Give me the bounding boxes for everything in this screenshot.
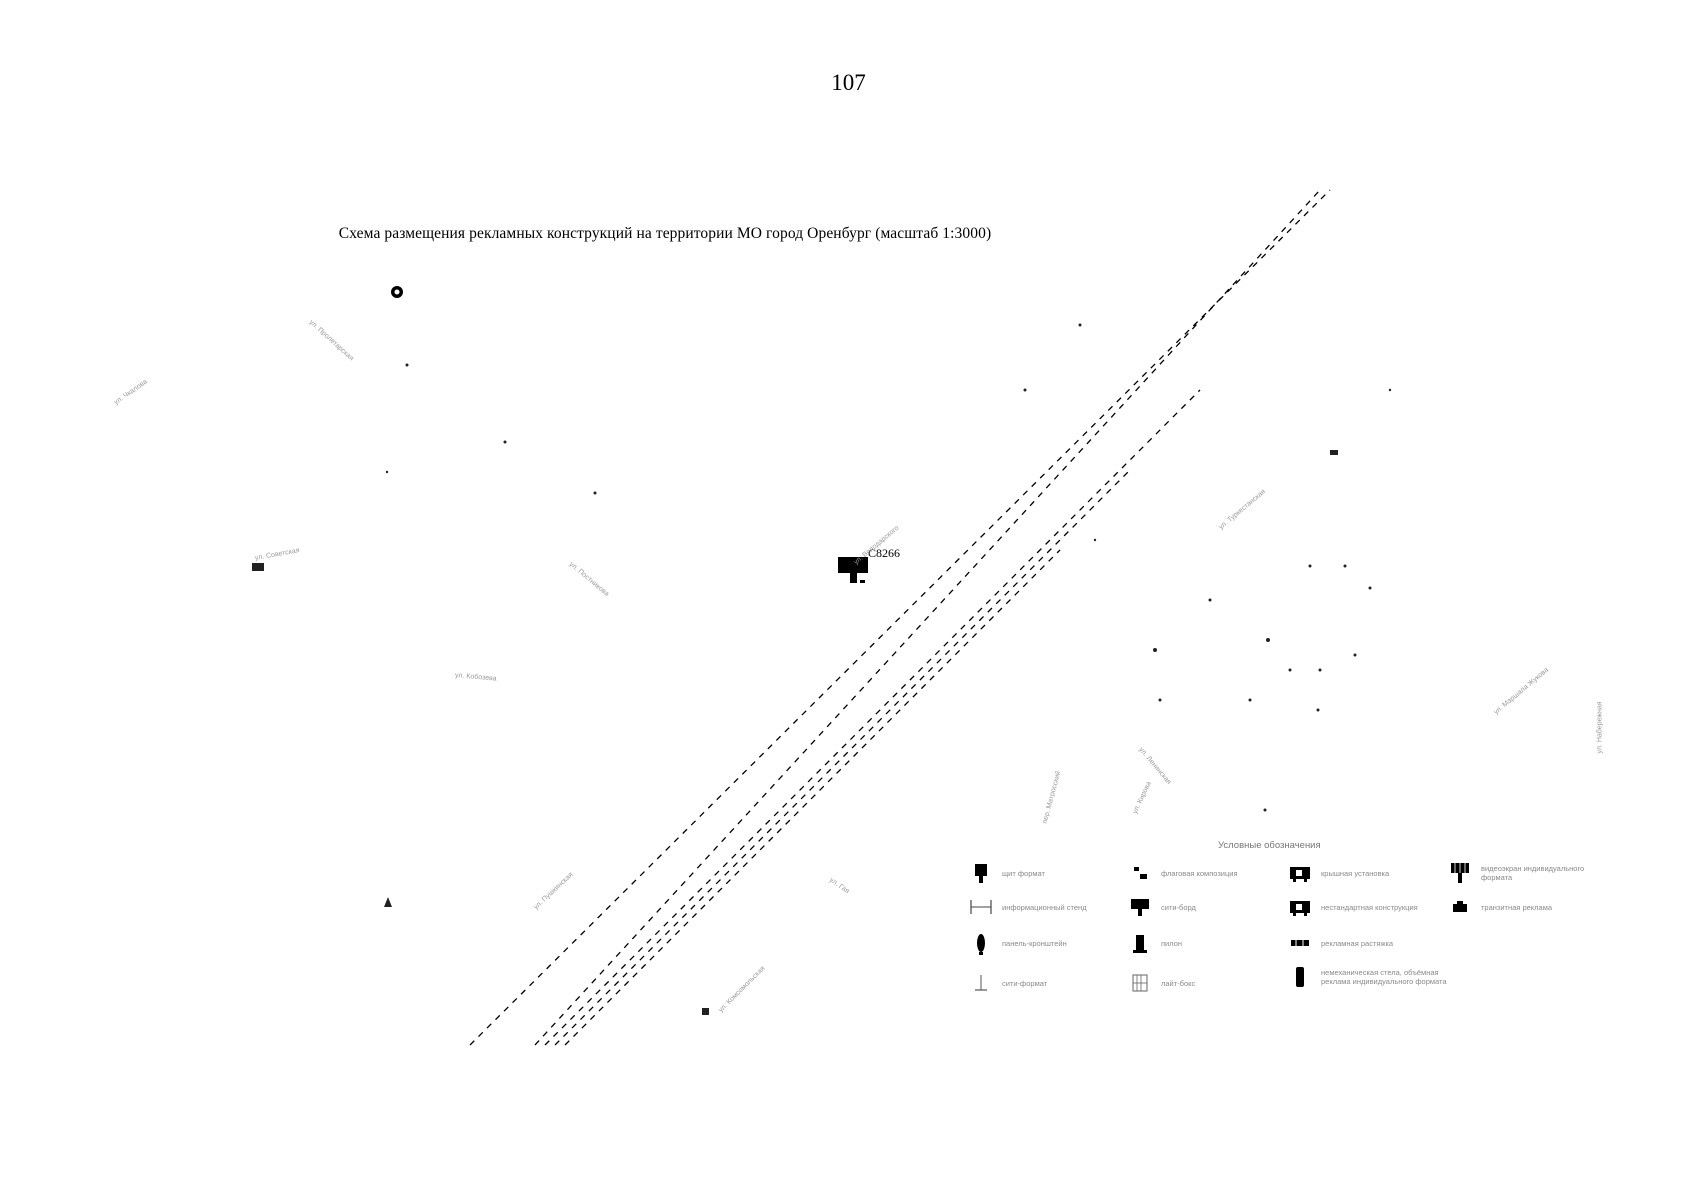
- pylon-icon: [1125, 932, 1155, 954]
- legend-item: флаговая композиция: [1125, 862, 1238, 884]
- map-title: Схема размещения рекламных конструкций н…: [338, 225, 992, 242]
- street-label: ул. Набережная: [1596, 701, 1604, 754]
- legend-item: лайт-бокс: [1125, 972, 1195, 994]
- mini-billboard-icon: [1125, 896, 1155, 918]
- legend-title: Условные обозначения: [1218, 840, 1321, 851]
- legend-item: щит формат: [966, 862, 1045, 884]
- legend-item: сити-формат: [966, 972, 1047, 994]
- railway-line-2: [534, 189, 1321, 1046]
- transit-advertising-icon: [1445, 896, 1475, 918]
- flag-icon: [1125, 862, 1155, 884]
- legend-item: сити-борд: [1125, 896, 1196, 918]
- legend-item: информационный стенд: [966, 896, 1087, 918]
- video-screen-icon: [1445, 862, 1475, 884]
- legend-item: крышная установка: [1285, 862, 1389, 884]
- small-square-icon: [702, 1008, 709, 1015]
- stela-icon: [1285, 966, 1315, 988]
- info-stand-icon: [966, 896, 996, 918]
- lightbox-icon: [1125, 972, 1155, 994]
- banner-stretch-icon: [1285, 932, 1315, 954]
- railway-line-5: [564, 549, 1061, 1046]
- tower-icon: [384, 897, 392, 907]
- billboard-construction-marker: [838, 557, 868, 583]
- page-number: 107: [831, 70, 866, 95]
- railway-line-1: [469, 189, 1331, 1046]
- railway-lines: [469, 189, 1331, 1046]
- map-points: [252, 286, 1392, 1015]
- legend-item: нестандартная конструкция: [1285, 896, 1418, 918]
- bracket-panel-icon: [966, 932, 996, 955]
- small-rect-icon: [1330, 450, 1338, 455]
- legend-item: видеоэкран индивидуального формата: [1445, 862, 1611, 884]
- map-legend: Условные обозначения щит формат информац…: [960, 840, 1660, 1010]
- legend-item: немеханическая стела, объёмная реклама и…: [1285, 966, 1451, 988]
- construction-id-label: C8266: [868, 546, 901, 560]
- legend-item: панель-кронштейн: [966, 932, 1067, 955]
- city-format-icon: [966, 972, 996, 994]
- legend-item: транзитная реклама: [1445, 896, 1552, 918]
- roof-installation-icon: [1285, 862, 1315, 884]
- legend-item: пилон: [1125, 932, 1182, 954]
- railway-line-3: [544, 389, 1201, 1046]
- non-standard-icon: [1285, 896, 1315, 918]
- billboard-icon: [966, 862, 996, 884]
- mail-icon: [252, 563, 264, 571]
- railway-line-4: [554, 469, 1131, 1046]
- legend-item: рекламная растяжка: [1285, 932, 1393, 954]
